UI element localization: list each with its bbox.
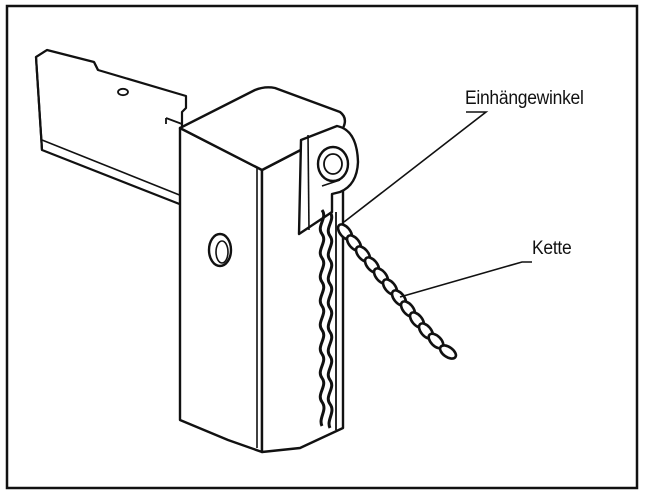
leader-line-bracket	[343, 111, 489, 223]
mounting-hole	[207, 232, 233, 268]
rail	[34, 48, 188, 207]
chain-vertical	[318, 209, 337, 430]
hanging-bracket	[297, 124, 360, 236]
chain-hanging	[336, 223, 458, 360]
leader-line-chain	[399, 261, 532, 298]
callout-label-einhaengewinkel: Einhängewinkel	[465, 88, 584, 109]
drawing-border	[5, 4, 639, 490]
callout-label-kette: Kette	[532, 238, 572, 259]
